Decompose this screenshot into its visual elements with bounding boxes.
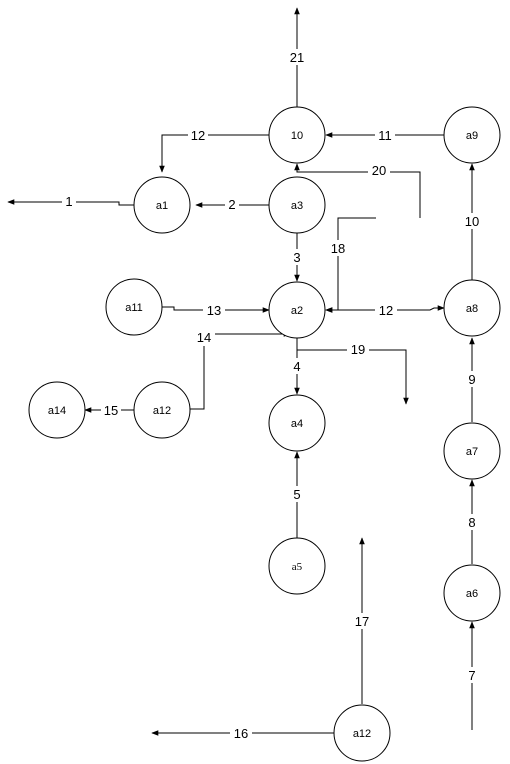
edge-10: 10 <box>462 163 482 280</box>
node-a4[interactable]: a4 <box>268 394 326 452</box>
edge-label-2: 2 <box>228 197 235 212</box>
edge-label-1: 1 <box>65 194 72 209</box>
node-a1[interactable]: a1 <box>133 176 191 234</box>
edge-17: 17 <box>351 537 373 704</box>
edge-label-7: 7 <box>468 668 475 683</box>
edge-15: 15 <box>84 403 134 418</box>
edge-2: 2 <box>195 197 269 212</box>
node-a14[interactable]: a14 <box>28 381 86 439</box>
node-label-a3: a3 <box>291 200 303 212</box>
node-label-a9: a9 <box>466 130 478 142</box>
node-a5[interactable]: a5 <box>268 537 326 595</box>
edge-label-3: 3 <box>293 250 300 265</box>
edge-label-20: 20 <box>372 163 386 178</box>
node-label-a14: a14 <box>48 405 66 417</box>
node-label-a4: a4 <box>291 418 303 430</box>
edge-18: 18 <box>325 217 376 313</box>
node-label-10: 10 <box>291 130 303 142</box>
edge-1: 1 <box>7 194 134 209</box>
node-a12-left[interactable]: a12 <box>133 381 191 439</box>
edge-label-18: 18 <box>331 241 345 256</box>
edge-11: 11 <box>325 128 444 143</box>
edge-20: 20 <box>294 163 421 218</box>
node-label-a1: a1 <box>156 200 168 212</box>
edge-19: 19 <box>297 342 409 405</box>
edge-label-8: 8 <box>468 515 475 530</box>
edge-14: 14 <box>189 330 291 410</box>
node-a8[interactable]: a8 <box>443 279 501 337</box>
edge-16: 16 <box>151 726 334 741</box>
node-label-a8: a8 <box>466 303 478 315</box>
node-a2[interactable]: a2 <box>268 281 326 339</box>
edge-9: 9 <box>465 337 479 422</box>
edge-label-5: 5 <box>293 487 300 502</box>
edge-label-15: 15 <box>104 403 118 418</box>
edge-7: 7 <box>465 621 479 730</box>
edge-label-19: 19 <box>351 342 365 357</box>
node-label-a11: a11 <box>125 302 143 314</box>
node-10[interactable]: 10 <box>268 106 326 164</box>
edge-label-12-top: 12 <box>191 128 205 143</box>
edge-label-11: 11 <box>378 128 392 143</box>
node-label-a6: a6 <box>466 588 478 600</box>
node-a11[interactable]: a11 <box>105 278 163 336</box>
edge-label-21: 21 <box>290 50 304 65</box>
node-a9[interactable]: a9 <box>443 106 501 164</box>
edge-21: 21 <box>287 7 307 107</box>
edge-12-mid: 12 <box>325 303 445 318</box>
node-a7[interactable]: a7 <box>443 422 501 480</box>
edge-label-4: 4 <box>293 359 300 374</box>
node-label-a5: a5 <box>292 561 303 573</box>
edge-label-14: 14 <box>197 330 211 345</box>
edge-8: 8 <box>465 479 479 564</box>
node-label-a12-bottom: a12 <box>353 728 371 740</box>
edge-3: 3 <box>290 233 304 282</box>
node-label-a12-left: a12 <box>153 405 171 417</box>
edge-label-12-mid: 12 <box>379 303 393 318</box>
edge-label-16: 16 <box>234 726 248 741</box>
edge-5: 5 <box>290 451 304 538</box>
edge-label-10: 10 <box>465 214 479 229</box>
node-label-a7: a7 <box>466 446 478 458</box>
edge-13: 13 <box>162 303 270 318</box>
node-a6[interactable]: a6 <box>443 564 501 622</box>
node-label-a2: a2 <box>291 305 303 317</box>
edge-label-17: 17 <box>355 614 369 629</box>
node-a12-bottom[interactable]: a12 <box>333 704 391 762</box>
node-a3[interactable]: a3 <box>268 176 326 234</box>
edge-label-9: 9 <box>468 372 475 387</box>
edge-label-13: 13 <box>207 303 221 318</box>
edge-12-top: 12 <box>159 128 269 173</box>
